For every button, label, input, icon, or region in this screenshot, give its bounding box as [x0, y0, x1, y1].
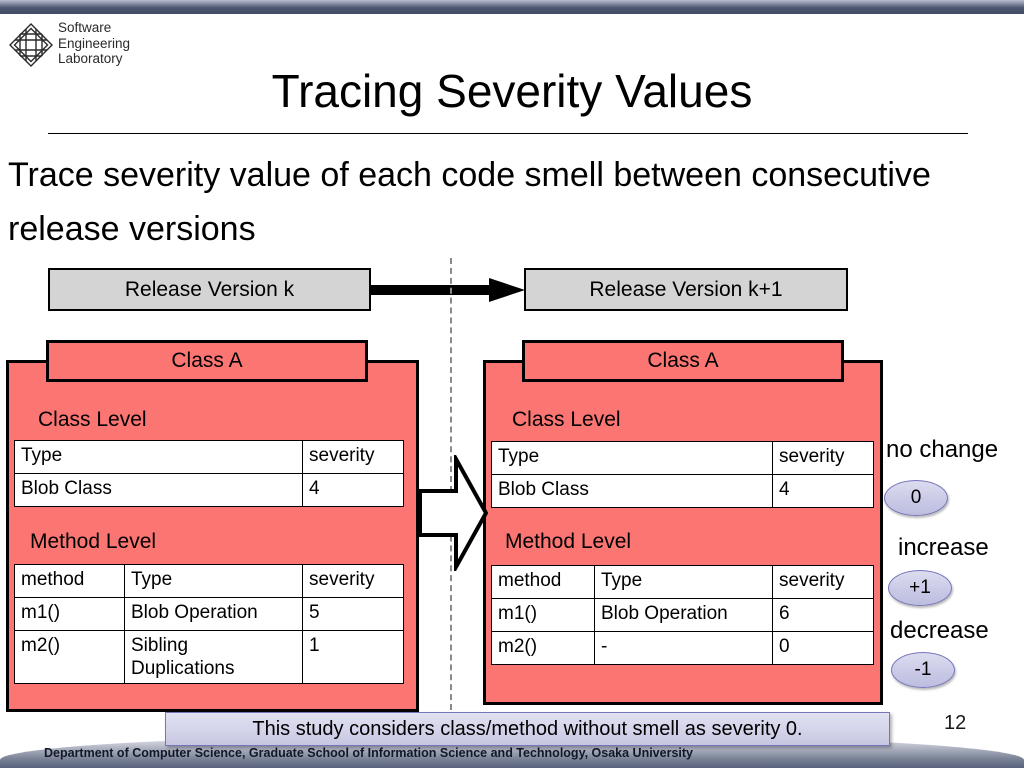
class-level-table-right: Type severity Blob Class 4 — [491, 441, 874, 508]
sel-diamond-grid-icon — [9, 23, 53, 67]
legend-badge-decrease: -1 — [891, 652, 955, 688]
class-card-left-title: Class A — [46, 340, 368, 382]
table-row: Type severity — [14, 440, 404, 474]
right-arrow-icon — [371, 278, 525, 302]
col-header-type: Type — [491, 441, 773, 475]
sel-logo-text: Software Engineering Laboratory — [58, 20, 130, 67]
cell-type: Blob Class — [14, 473, 303, 507]
class-level-table-left: Type severity Blob Class 4 — [14, 440, 404, 507]
method-level-table-left: method Type severity m1() Blob Operation… — [14, 564, 404, 684]
page-title: Tracing Severity Values — [271, 65, 753, 117]
legend-badge-increase: +1 — [888, 570, 952, 606]
col-header-method: method — [491, 565, 595, 599]
legend-label-decrease: decrease — [890, 617, 989, 644]
class-level-label-left: Class Level — [38, 408, 147, 431]
col-header-severity: severity — [302, 564, 404, 598]
legend-label-increase: increase — [898, 534, 989, 561]
table-row: m2() - 0 — [491, 631, 874, 665]
cell-severity: 4 — [302, 473, 404, 507]
cell-method: m1() — [491, 598, 595, 632]
lead-paragraph: Trace severity value of each code smell … — [8, 156, 931, 248]
col-header-type: Type — [124, 564, 303, 598]
table-row: method Type severity — [491, 565, 874, 599]
cell-type: Blob Operation — [124, 597, 303, 631]
cell-severity: 5 — [302, 597, 404, 631]
logo-line-3: Laboratory — [58, 51, 123, 66]
table-row: Type severity — [491, 441, 874, 475]
col-header-type: Type — [594, 565, 773, 599]
legend-badge-no-change: 0 — [884, 480, 948, 516]
cell-severity: 0 — [772, 631, 874, 665]
logo-line-1: Software — [58, 20, 112, 35]
method-level-label-right: Method Level — [505, 530, 632, 553]
logo-line-2: Engineering — [58, 35, 131, 51]
title-divider — [48, 133, 968, 134]
cell-severity: 6 — [772, 598, 874, 632]
table-row: method Type severity — [14, 564, 404, 598]
release-version-k-box: Release Version k — [48, 268, 371, 311]
col-header-severity: severity — [772, 565, 874, 599]
cell-type: - — [594, 631, 773, 665]
top-decor-bar — [0, 0, 1024, 14]
table-row: m1() Blob Operation 6 — [491, 598, 874, 632]
cell-method: m2() — [491, 631, 595, 665]
class-card-right-title: Class A — [522, 340, 844, 382]
cell-type: Blob Class — [491, 474, 773, 508]
col-header-severity: severity — [772, 441, 874, 475]
cell-severity: 1 — [302, 630, 404, 684]
col-header-type: Type — [14, 440, 303, 474]
table-row: m2() Sibling Duplications 1 — [14, 630, 404, 684]
release-version-k1-box: Release Version k+1 — [524, 268, 848, 311]
version-divider — [450, 258, 452, 710]
method-level-table-right: method Type severity m1() Blob Operation… — [491, 565, 874, 665]
block-right-arrow-icon — [418, 455, 488, 571]
method-level-label-left: Method Level — [30, 530, 157, 553]
footer-affiliation: Department of Computer Science, Graduate… — [44, 746, 693, 760]
table-row: Blob Class 4 — [14, 473, 404, 507]
cell-type: Sibling Duplications — [124, 630, 303, 684]
cell-method: m2() — [14, 630, 125, 684]
table-row: m1() Blob Operation 5 — [14, 597, 404, 631]
cell-type: Blob Operation — [594, 598, 773, 632]
cell-method: m1() — [14, 597, 125, 631]
col-header-method: method — [14, 564, 125, 598]
legend-label-no-change: no change — [886, 436, 999, 463]
sel-logo: Software Engineering Laboratory — [8, 20, 148, 70]
note-callout: This study considers class/method withou… — [165, 712, 890, 746]
page-number: 12 — [944, 712, 967, 734]
class-level-label-right: Class Level — [512, 408, 621, 431]
cell-severity: 4 — [772, 474, 874, 508]
table-row: Blob Class 4 — [491, 474, 874, 508]
col-header-severity: severity — [302, 440, 404, 474]
